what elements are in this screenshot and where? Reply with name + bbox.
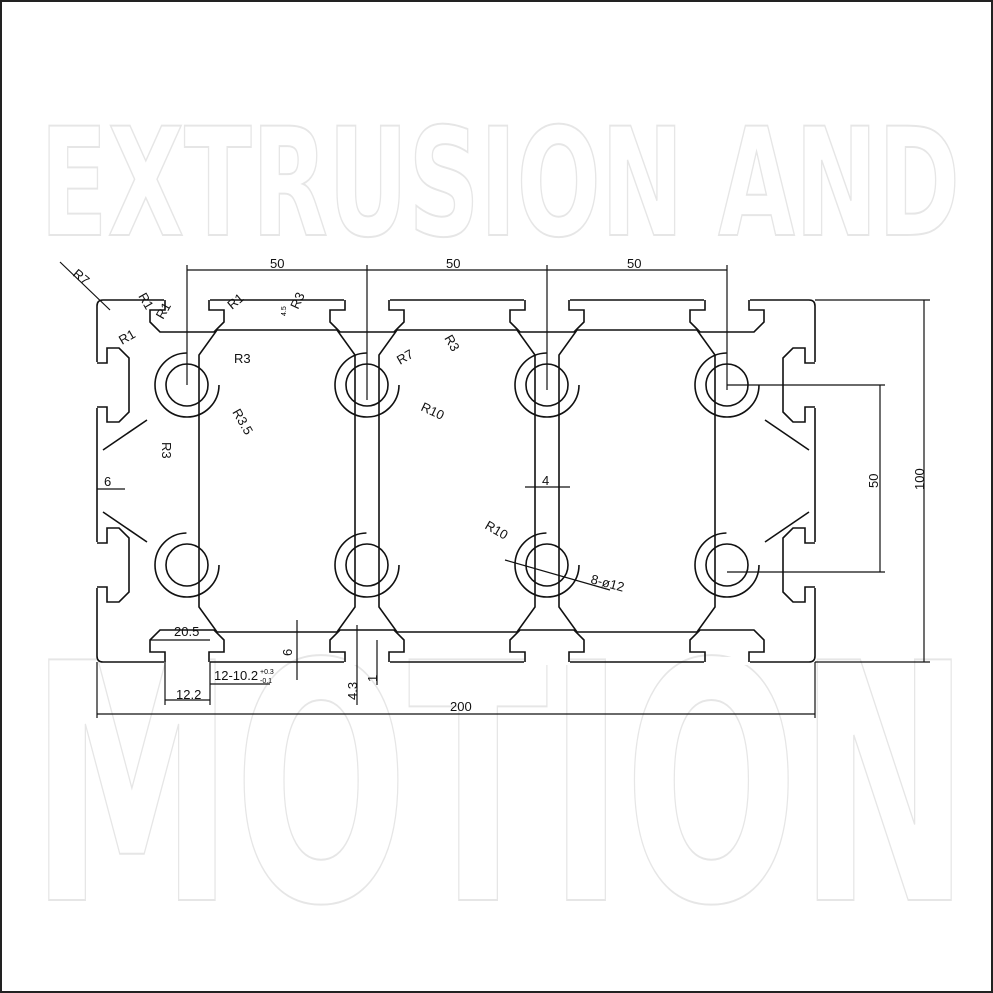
dim-line-walls (97, 486, 570, 490)
core-boss (514, 352, 580, 418)
dim-line-slot (150, 639, 270, 705)
slot-outline (782, 527, 815, 603)
label-r1-d: R1 (224, 290, 246, 312)
core-boss (154, 352, 220, 418)
slot-outline (97, 527, 130, 603)
cavity (558, 329, 716, 633)
slot-outline (509, 629, 585, 662)
slot-outline (329, 629, 405, 662)
watermark-line2: MOTION (30, 594, 970, 978)
label-r1-c: R1 (153, 300, 174, 322)
dim-line-pitch (186, 265, 728, 400)
dim-wall-6-bottom: 6 (280, 649, 295, 656)
dim-lip-step: 1 (365, 675, 380, 682)
dim-line-height-total (815, 299, 930, 663)
core-boss (154, 532, 220, 598)
dim-pitch-1: 50 (270, 256, 284, 271)
core-hole (705, 543, 749, 587)
label-r7-inner: R7 (394, 346, 416, 367)
slot-outline (689, 629, 765, 662)
end-cavity-right (764, 419, 810, 543)
dim-wall-6-left: 6 (104, 474, 111, 489)
core-hole (345, 543, 389, 587)
slot-outline (149, 629, 225, 662)
t-slot (782, 527, 818, 603)
slot-opening (704, 657, 750, 665)
cavity (198, 329, 356, 633)
dim-line-leaders (59, 261, 611, 591)
slot-opening (94, 362, 102, 408)
dim-line-height-pitch (727, 384, 885, 573)
end-cavity-left (102, 419, 148, 543)
t-slot (149, 629, 225, 665)
dim-lip-depth: 4.3 (345, 682, 360, 700)
label-r10-a: R10 (419, 399, 447, 423)
dim-line-width-total (96, 662, 816, 718)
core-hole (525, 543, 569, 587)
dimension-lines (59, 261, 930, 718)
dim-pitch-3: 50 (627, 256, 641, 271)
slot-opening (810, 542, 818, 588)
tol-lower: -0.1 (260, 678, 272, 685)
t-slot (329, 629, 405, 665)
core-boss (334, 532, 400, 598)
label-holes: 8-ø12 (589, 571, 626, 594)
label-r10-b: R10 (483, 518, 511, 543)
tol-upper: +0.3 (260, 669, 274, 676)
slot-outline (97, 347, 130, 423)
slot-opening (344, 657, 390, 665)
dim-pitch-2: 50 (446, 256, 460, 271)
t-slot (689, 629, 765, 665)
label-r1-a: R1 (135, 290, 156, 312)
dim-line-lips (296, 620, 378, 705)
cavity (378, 329, 536, 633)
watermark-line1: EXTRUSION AND (40, 97, 960, 271)
dim-small-45: 4.5 (281, 306, 288, 316)
dim-wall-4: 4 (542, 473, 549, 488)
slot-opening (524, 657, 570, 665)
slot-opening (164, 657, 210, 665)
dim-slot-opening: 12.2 (176, 687, 201, 702)
dim-height-total: 100 (912, 468, 927, 490)
core-boss (334, 352, 400, 418)
t-slot (94, 527, 130, 603)
dim-slot-tolerance: 12-10.2 (214, 668, 258, 683)
dim-width-total: 200 (450, 699, 472, 714)
core-boss (694, 532, 760, 598)
profile-outline (96, 299, 816, 663)
slot-opening (94, 542, 102, 588)
label-r35: R3.5 (229, 406, 256, 437)
label-r3-a: R3 (287, 290, 308, 311)
t-slot (509, 629, 585, 665)
label-r3-c: R3 (159, 442, 174, 459)
core-boss (514, 532, 580, 598)
core-hole (165, 543, 209, 587)
label-r1-b: R1 (116, 326, 138, 347)
t-slot (94, 347, 130, 423)
label-r3-b: R3 (234, 351, 251, 366)
dim-height-pitch: 50 (866, 474, 881, 488)
dim-slot-top-width: 20.5 (174, 624, 199, 639)
label-r3-d: R3 (441, 332, 462, 354)
